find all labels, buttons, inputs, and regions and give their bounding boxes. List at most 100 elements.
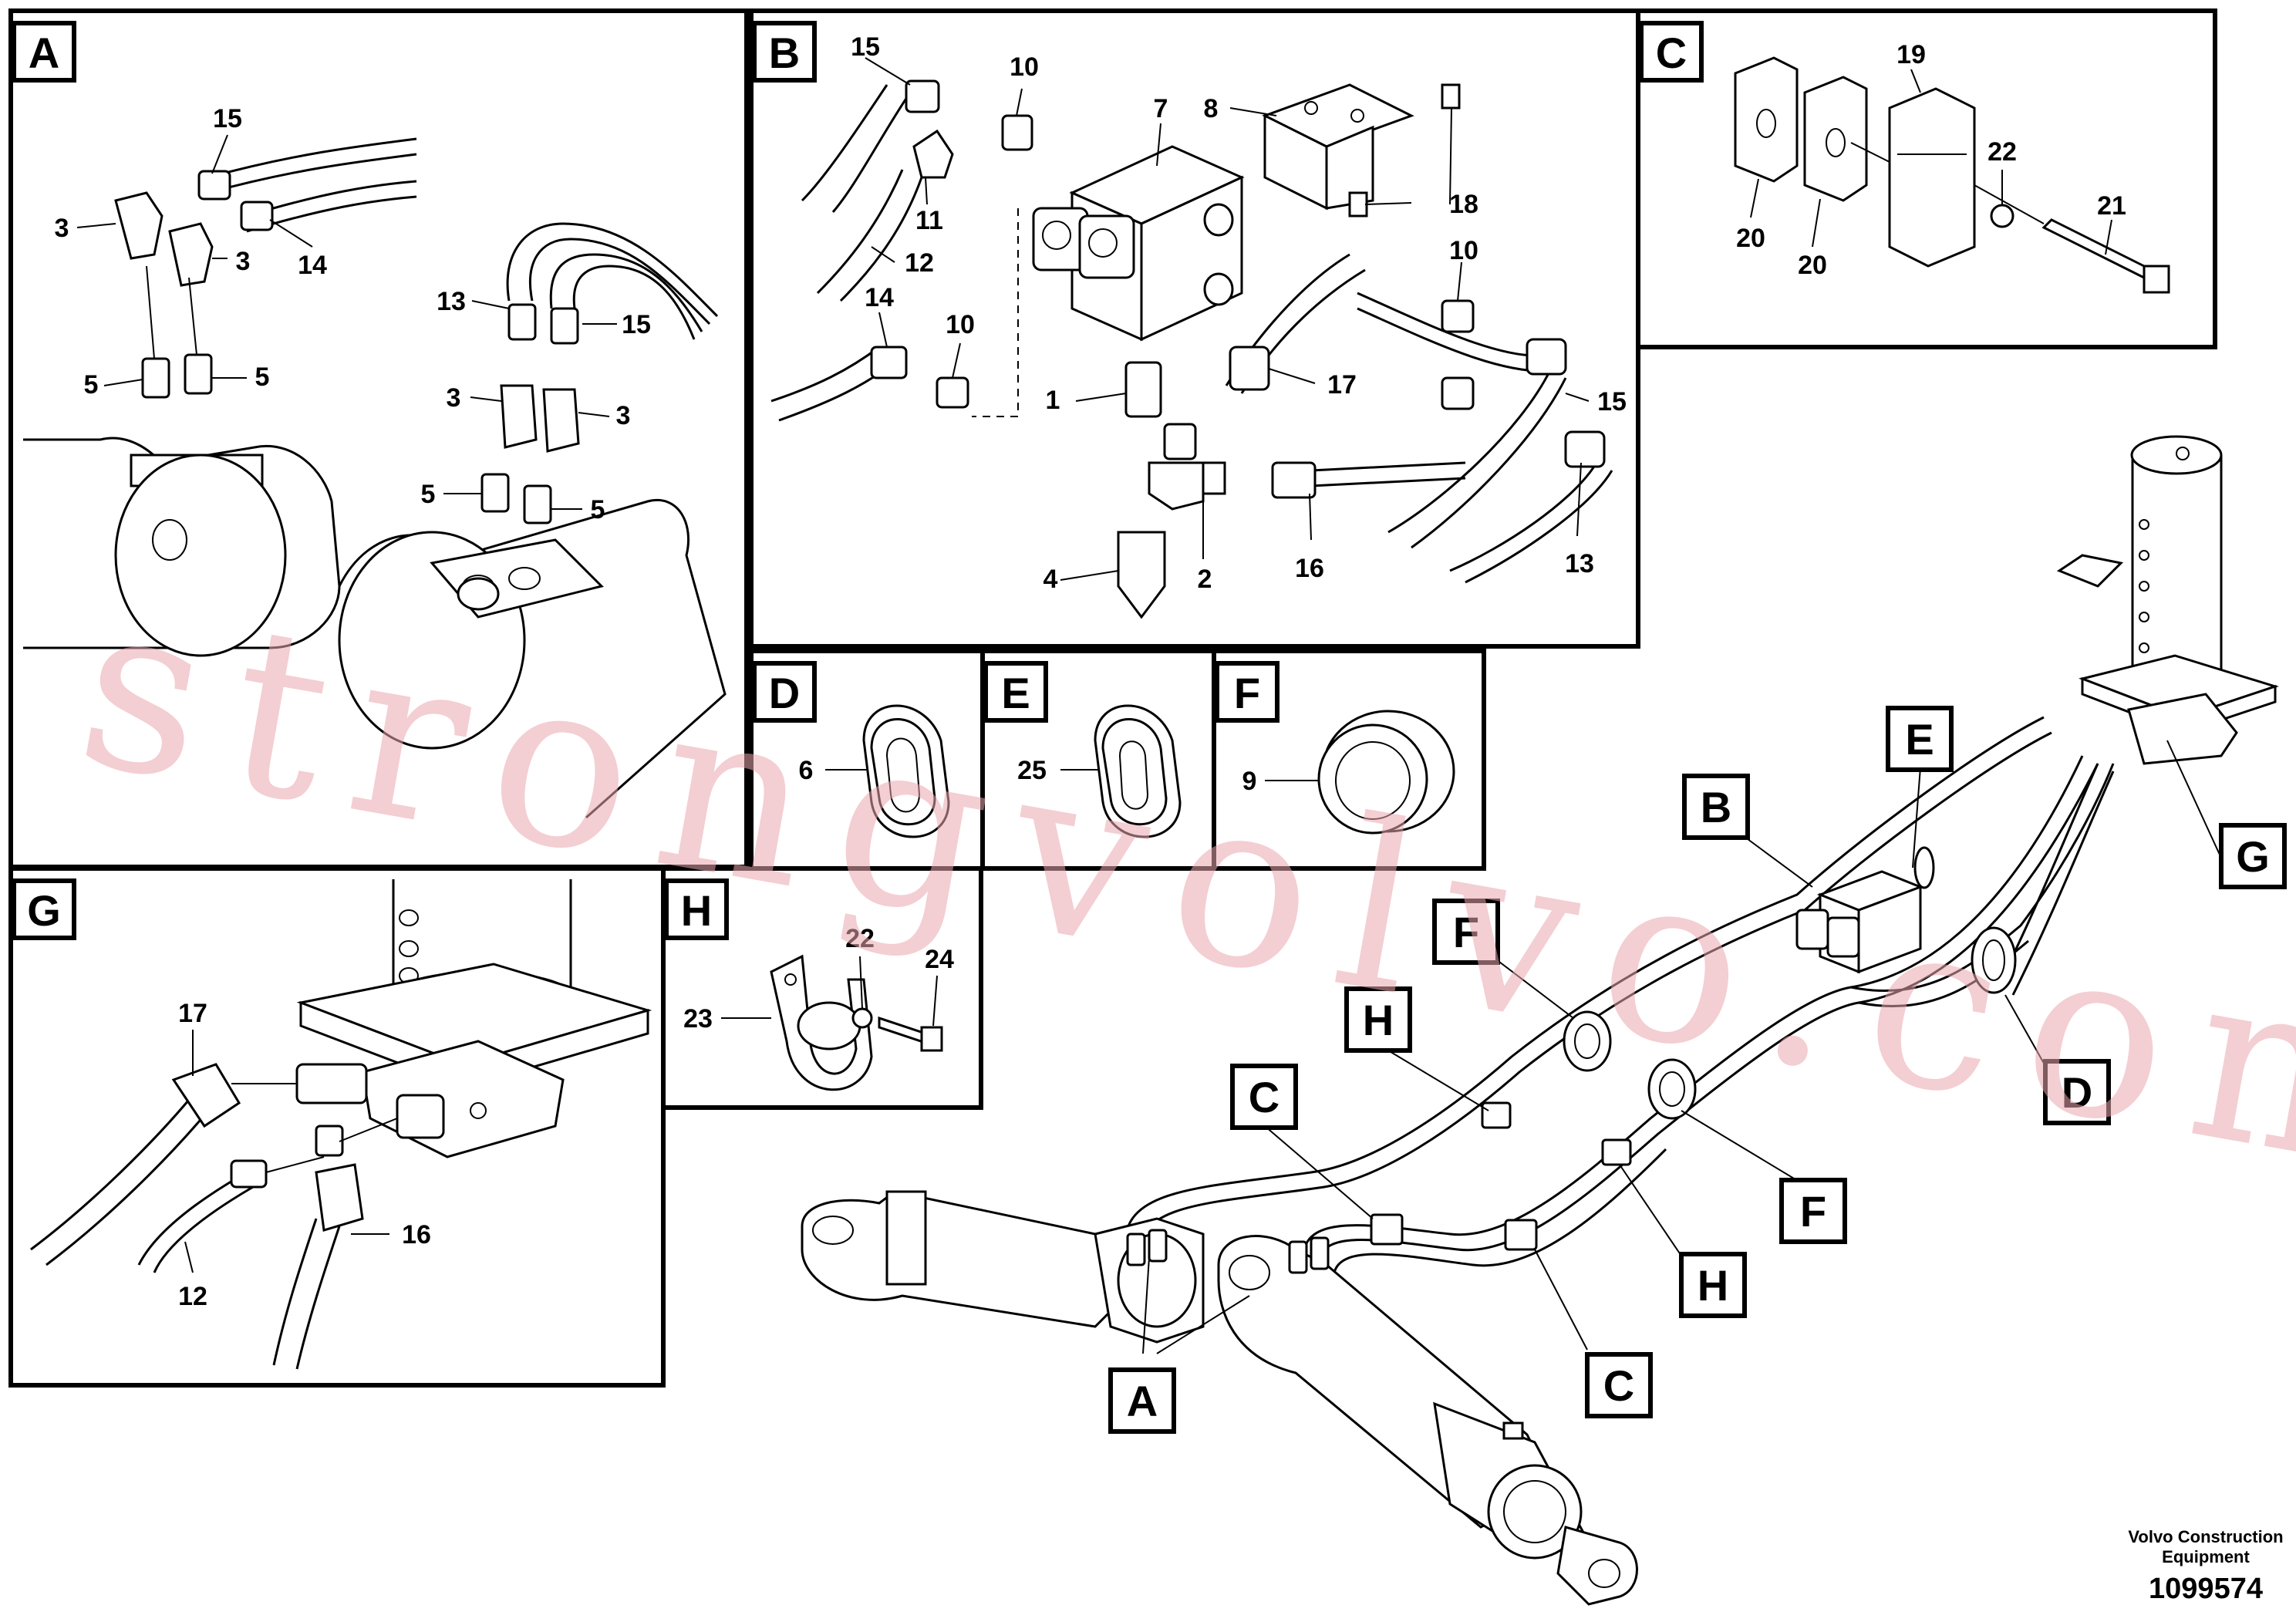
- overview-tag-g: G: [2236, 832, 2270, 881]
- overview-tag-b-box: [1682, 774, 1750, 840]
- overview-tag-a: A: [1127, 1377, 1158, 1425]
- overview-tag-c2: C: [1603, 1361, 1634, 1410]
- callout-h-24: 24: [925, 945, 954, 974]
- overview-tag-c2-box: [1585, 1352, 1653, 1418]
- overview-tag-h1-box: [1344, 986, 1412, 1053]
- callout-b-15a: 15: [851, 32, 880, 62]
- panel-b-frame: [749, 8, 1640, 649]
- panel-a-hoses: [207, 137, 719, 340]
- panel-h-frame: [661, 866, 983, 1110]
- panel-a-fittings-right: [480, 303, 580, 524]
- overview-hoses: [1124, 716, 2115, 1273]
- panel-f-tag: [1215, 661, 1279, 723]
- callout-b-15b: 15: [1597, 387, 1627, 416]
- panel-f: F 9: [1212, 649, 1486, 871]
- overview-tag-d: D: [2062, 1068, 2092, 1117]
- callout-b-11: 11: [915, 206, 943, 235]
- overview-tag-h1: H: [1363, 996, 1394, 1044]
- callout-a-5c: 5: [421, 480, 436, 509]
- overview-manifold: [1795, 870, 1924, 974]
- callout-h-23: 23: [683, 1004, 713, 1034]
- panel-c-letter: C: [1656, 29, 1687, 77]
- callout-b-16: 16: [1295, 554, 1324, 583]
- callout-e-25: 25: [1017, 756, 1047, 785]
- panel-b-fittings: [870, 79, 1606, 619]
- overview-tag-c1-box: [1230, 1064, 1298, 1130]
- overview-tag-f2: F: [1800, 1187, 1826, 1236]
- overview-tags: B E G F H D C F H C A: [1108, 706, 2287, 1434]
- panel-c-clamps: [1734, 56, 2170, 294]
- panel-a-fittings-left: [114, 170, 274, 399]
- panel-e-letter: E: [1001, 669, 1030, 717]
- callout-g-17: 17: [178, 999, 207, 1028]
- panel-d-tag: [752, 661, 817, 723]
- overview-tag-g-box: [2219, 823, 2287, 889]
- callout-c-21: 21: [2097, 191, 2126, 221]
- callout-b-4: 4: [1043, 565, 1058, 594]
- panel-a-leaders: [76, 134, 617, 510]
- panel-g-hoses: [30, 1094, 341, 1370]
- panel-b-tag: [752, 21, 817, 83]
- panel-f-frame: [1212, 649, 1486, 871]
- callout-a-3b: 3: [236, 247, 251, 276]
- overview-tag-a-box: [1108, 1367, 1176, 1434]
- panel-c-frame: [1636, 8, 2217, 349]
- overview-tag-b: B: [1701, 783, 1731, 831]
- callout-c-19: 19: [1896, 40, 1926, 69]
- callout-a-3c: 3: [447, 383, 461, 413]
- panel-c-tag: [1639, 21, 1704, 83]
- footer-company-line1: Volvo Construction: [2128, 1527, 2283, 1546]
- panel-h-letter: H: [681, 886, 712, 935]
- callout-c-20a: 20: [1736, 224, 1765, 253]
- footer-company-line2: Equipment: [2162, 1547, 2250, 1566]
- overview-fittings: [1126, 1229, 1330, 1274]
- panel-a-cylinders: [23, 437, 727, 819]
- overview-tag-d-box: [2043, 1059, 2111, 1125]
- callout-g-12: 12: [178, 1282, 207, 1311]
- footer-drawing-number: 1099574: [2149, 1573, 2263, 1605]
- overview-swivel: [2056, 435, 2279, 765]
- callout-b-1: 1: [1046, 386, 1060, 415]
- callout-b-10b: 10: [1449, 236, 1478, 265]
- overview-tag-h2: H: [1698, 1261, 1728, 1310]
- panel-h: H 23 22 24: [661, 866, 983, 1110]
- panel-c: C 19 22 21 20 20: [1636, 8, 2217, 349]
- panel-b-bracket: [1262, 83, 1461, 218]
- panel-g-leaders: [184, 1030, 389, 1273]
- panel-g-fittings: [171, 1063, 398, 1232]
- callout-a-15b: 15: [622, 310, 651, 339]
- callout-a-14: 14: [298, 251, 327, 280]
- overview-assembly: [801, 435, 2279, 1606]
- callout-b-12: 12: [905, 248, 934, 278]
- panel-g-tag: [12, 878, 76, 940]
- callout-b-18: 18: [1449, 190, 1478, 219]
- callout-a-13: 13: [437, 287, 466, 316]
- overview-cylinders: [801, 1190, 1638, 1606]
- callout-c-22: 22: [1988, 137, 2017, 167]
- callout-a-5b: 5: [255, 363, 270, 392]
- panel-h-clip: [770, 954, 943, 1091]
- callout-a-3a: 3: [55, 214, 69, 243]
- overview-grommets: [1563, 846, 2017, 1120]
- grommet-9: [1317, 710, 1455, 835]
- callout-d-6: 6: [799, 756, 814, 785]
- callout-b-7: 7: [1154, 94, 1168, 123]
- footer: Volvo Construction Equipment 1099574: [2128, 1527, 2283, 1605]
- grommet-6: [862, 704, 950, 838]
- callout-a-5d: 5: [591, 495, 605, 524]
- overview-tag-e: E: [1905, 715, 1934, 764]
- callout-a-15a: 15: [213, 104, 242, 133]
- panel-g-frame: [8, 866, 666, 1388]
- panel-d-letter: D: [769, 669, 800, 717]
- overview-tag-f1-box: [1432, 899, 1500, 965]
- panel-a-tag: [12, 21, 76, 83]
- panel-f-letter: F: [1234, 669, 1260, 717]
- panel-b-leaders: [865, 57, 1590, 581]
- grommet-25: [1094, 704, 1182, 838]
- overview-clamps: [1370, 1101, 1632, 1251]
- callout-a-3d: 3: [616, 401, 631, 430]
- callout-b-17: 17: [1327, 370, 1357, 400]
- panel-b-letter: B: [769, 29, 800, 77]
- callout-c-20b: 20: [1798, 251, 1827, 280]
